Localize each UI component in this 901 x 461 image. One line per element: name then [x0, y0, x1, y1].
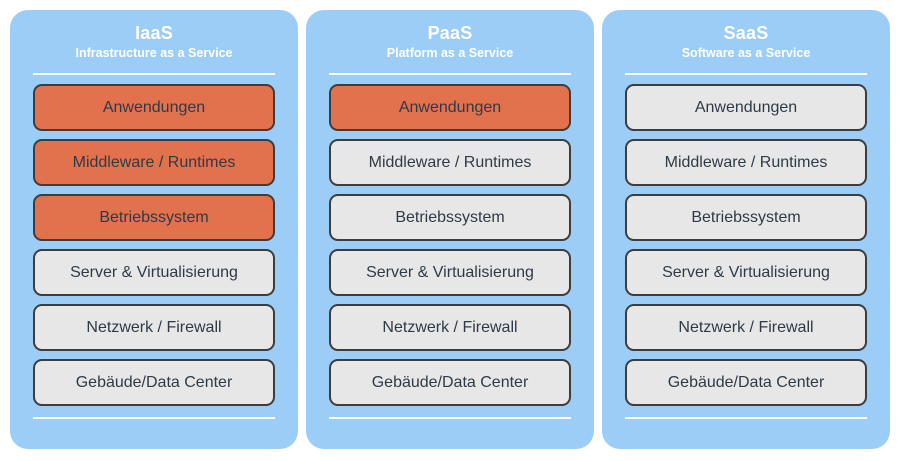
footer-divider-paas: [329, 417, 571, 419]
layer-box-paas-netzwerk-firewall: Netzwerk / Firewall: [329, 304, 571, 351]
footer-divider-iaas: [33, 417, 275, 419]
card-title-saas: SaaS: [723, 23, 769, 43]
layer-box-saas-middleware-runtimes: Middleware / Runtimes: [625, 139, 867, 186]
layer-box-saas-betriebssystem: Betriebssystem: [625, 194, 867, 241]
layer-box-saas-server-virtualisierung: Server & Virtualisierung: [625, 249, 867, 296]
layer-box-iaas-gebaeude-data-center: Gebäude/Data Center: [33, 359, 275, 406]
card-subtitle-iaas: Infrastructure as a Service: [75, 46, 233, 60]
layer-box-iaas-middleware-runtimes: Middleware / Runtimes: [33, 139, 275, 186]
card-header-saas: SaaS Software as a Service: [625, 22, 867, 68]
card-header-iaas: IaaS Infrastructure as a Service: [33, 22, 275, 68]
card-title-paas: PaaS: [427, 23, 473, 43]
card-spacer-saas: [625, 419, 867, 433]
layer-box-saas-anwendungen: Anwendungen: [625, 84, 867, 131]
layer-box-paas-gebaeude-data-center: Gebäude/Data Center: [329, 359, 571, 406]
layer-box-iaas-server-virtualisierung: Server & Virtualisierung: [33, 249, 275, 296]
layer-box-saas-netzwerk-firewall: Netzwerk / Firewall: [625, 304, 867, 351]
service-card-saas: SaaS Software as a Service Anwendungen M…: [602, 10, 890, 449]
service-card-iaas: IaaS Infrastructure as a Service Anwendu…: [10, 10, 298, 449]
layer-stack-iaas: Anwendungen Middleware / Runtimes Betrie…: [33, 84, 275, 406]
layer-box-paas-betriebssystem: Betriebssystem: [329, 194, 571, 241]
layer-stack-paas: Anwendungen Middleware / Runtimes Betrie…: [329, 84, 571, 406]
card-title-iaas: IaaS: [135, 23, 173, 43]
layer-stack-saas: Anwendungen Middleware / Runtimes Betrie…: [625, 84, 867, 406]
layer-box-iaas-betriebssystem: Betriebssystem: [33, 194, 275, 241]
footer-divider-saas: [625, 417, 867, 419]
service-card-paas: PaaS Platform as a Service Anwendungen M…: [306, 10, 594, 449]
header-divider-saas: [625, 73, 867, 75]
header-divider-iaas: [33, 73, 275, 75]
layer-box-iaas-netzwerk-firewall: Netzwerk / Firewall: [33, 304, 275, 351]
card-spacer-paas: [329, 419, 571, 433]
layer-box-iaas-anwendungen: Anwendungen: [33, 84, 275, 131]
layer-box-saas-gebaeude-data-center: Gebäude/Data Center: [625, 359, 867, 406]
header-divider-paas: [329, 73, 571, 75]
layer-box-paas-anwendungen: Anwendungen: [329, 84, 571, 131]
card-subtitle-paas: Platform as a Service: [386, 46, 514, 60]
layer-box-paas-middleware-runtimes: Middleware / Runtimes: [329, 139, 571, 186]
card-header-paas: PaaS Platform as a Service: [329, 22, 571, 68]
layer-box-paas-server-virtualisierung: Server & Virtualisierung: [329, 249, 571, 296]
card-subtitle-saas: Software as a Service: [681, 46, 811, 60]
card-spacer-iaas: [33, 419, 275, 433]
